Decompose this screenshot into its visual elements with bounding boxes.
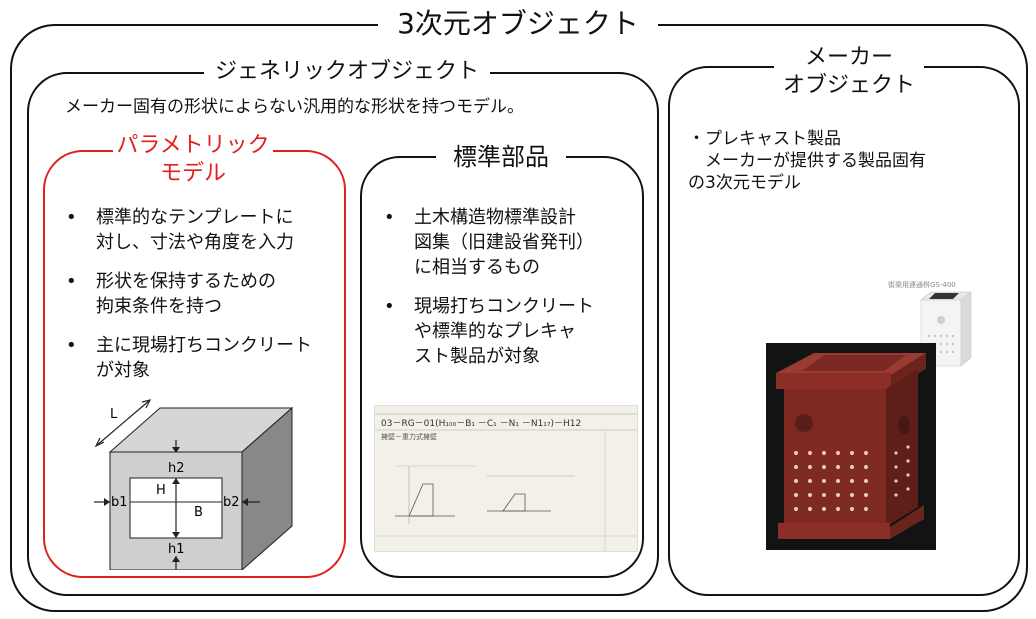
main-title: 3次元オブジェクト	[378, 6, 658, 42]
label-H: H	[156, 483, 166, 498]
parametric-bullets: 標準的なテンプレートに 対し、寸法や角度を入力 形状を保持するための 拘束条件を…	[60, 205, 345, 397]
maker-title-line1: メーカー	[804, 45, 893, 70]
parametric-title: パラメトリック モデル	[113, 132, 273, 188]
label-h1: h1	[168, 542, 185, 557]
drawing-code: 03－RG－01(H₁₀₀－B₁ －C₁ －N₁ －N1₁₇)－H12	[381, 419, 582, 429]
parametric-bullet: 主に現場打ちコンクリート が対象	[60, 333, 345, 383]
product-caption: 街渠用連通桝GS-400	[888, 281, 956, 289]
label-L: L	[110, 407, 118, 422]
standard-bullet: 現場打ちコンクリート や標準的なプレキャ スト製品が対象	[378, 294, 638, 369]
parametric-title-line2: モデル	[159, 161, 226, 186]
generic-title: ジェネリックオブジェクト	[204, 58, 490, 86]
standard-title: 標準部品	[436, 142, 566, 172]
generic-description: メーカー固有の形状によらない汎用的な形状を持つモデル。	[65, 97, 524, 117]
product-photo	[920, 291, 972, 367]
standard-drawing-image: 03－RG－01(H₁₀₀－B₁ －C₁ －N₁ －N1₁₇)－H12 擁壁－重…	[374, 405, 638, 552]
drawing-subtitle: 擁壁－重力式擁壁	[381, 433, 437, 441]
drawing-sketch	[375, 413, 637, 551]
standard-bullet: 土木構造物標準設計 図集（旧建設省発刊） に相当するもの	[378, 205, 638, 280]
parametric-bullet: 標準的なテンプレートに 対し、寸法や角度を入力	[60, 205, 345, 255]
l-dimension-line	[95, 399, 151, 447]
label-b2: b2	[223, 495, 240, 510]
maker-3d-model-render	[766, 343, 936, 550]
label-h2: h2	[168, 461, 185, 476]
maker-title-line2: オブジェクト	[782, 73, 915, 98]
maker-description: ・プレキャスト製品 メーカーが提供する製品固有 の3次元モデル	[688, 129, 926, 193]
standard-bullets: 土木構造物標準設計 図集（旧建設省発刊） に相当するもの 現場打ちコンクリート …	[378, 205, 638, 383]
label-b1: b1	[111, 495, 128, 510]
maker-title: メーカー オブジェクト	[774, 44, 924, 100]
parametric-title-line1: パラメトリック	[116, 133, 270, 158]
parametric-bullet: 形状を保持するための 拘束条件を持つ	[60, 269, 345, 319]
label-B: B	[194, 505, 203, 520]
box-culvert-diagram: L h2 H B b1 b2 h1	[94, 399, 294, 570]
